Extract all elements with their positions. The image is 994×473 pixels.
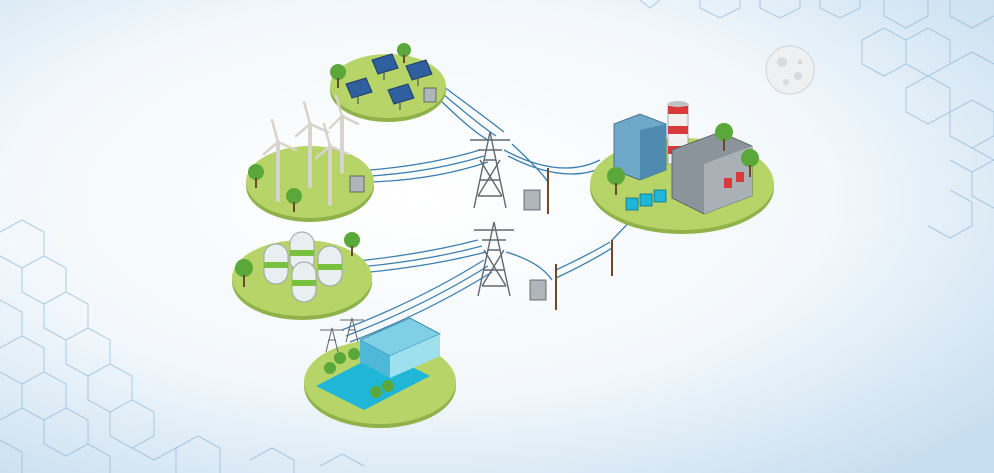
tree-icon [324,348,394,398]
hex-pattern-bottom-left [0,219,365,473]
transmission-tower-icon [470,131,510,209]
transformer-icon [349,175,365,193]
transformer-icon [529,240,613,310]
battery-storage-icon [232,231,372,320]
transmission-tower-icon [474,221,514,297]
tree-icon [330,43,411,88]
tree-icon [235,232,360,287]
wind-turbine [262,94,360,206]
transformer-icon [423,87,437,103]
solar-farm-icon [330,43,446,122]
wind-farm-icon [246,94,374,222]
tree-icon [607,123,759,195]
hex-pattern-top-right [639,0,994,239]
cooling-units [625,189,667,211]
moon-icon [765,45,815,95]
transformer-icon [523,168,549,214]
power-lines [341,83,641,343]
transmission-tower-icon [320,317,364,353]
hydro-dam-icon [304,317,456,428]
power-plant-icon [590,101,774,234]
solar-panel [345,53,433,110]
tree-icon [248,164,302,212]
battery-cell [263,231,343,303]
factory-building [671,131,753,215]
